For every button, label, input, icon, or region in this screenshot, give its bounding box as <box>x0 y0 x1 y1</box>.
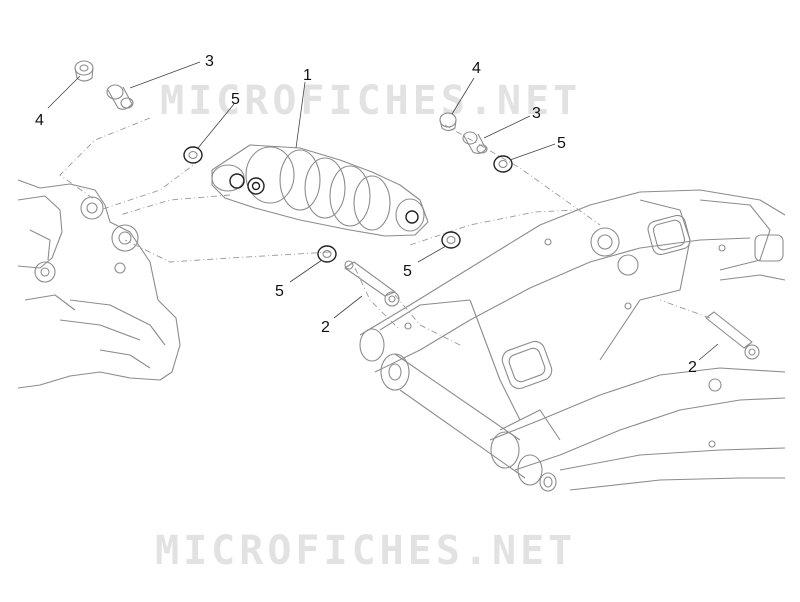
frame-left <box>17 179 181 389</box>
callout-4-right: 4 <box>472 60 481 77</box>
watermark-top: MICROFICHES.NET <box>160 78 582 124</box>
washer-5-right-top <box>493 155 513 173</box>
bushing-4-left <box>74 60 94 82</box>
callout-5-center-right: 5 <box>403 263 412 280</box>
washer-5-center-right <box>441 231 461 249</box>
callout-3-left: 3 <box>205 53 214 70</box>
leader-lines <box>47 61 719 361</box>
washer-5-left-top <box>183 146 203 164</box>
callout-3-right: 3 <box>532 105 541 122</box>
shock-absorber <box>211 144 429 237</box>
bushing-4-right <box>439 112 457 132</box>
callout-5-center-left: 5 <box>275 283 284 300</box>
callout-5-right-top: 5 <box>557 135 566 152</box>
callout-2-right: 2 <box>688 359 697 376</box>
swing-arm <box>359 189 786 492</box>
spacer-3-left <box>106 84 134 110</box>
bolt-2-right <box>705 311 760 360</box>
callouts: 1 2 2 3 3 4 4 5 5 5 5 <box>35 53 697 376</box>
callout-4-left: 4 <box>35 112 44 129</box>
assembly-lines <box>59 117 711 346</box>
washer-5-center-left <box>317 245 337 263</box>
callout-2-center: 2 <box>321 319 330 336</box>
spacer-3-right <box>462 131 488 155</box>
callout-1: 1 <box>303 67 312 84</box>
watermark-bottom: MICROFICHES.NET <box>155 528 577 574</box>
bolt-2-center <box>344 260 400 307</box>
callout-5-left-top: 5 <box>231 91 240 108</box>
